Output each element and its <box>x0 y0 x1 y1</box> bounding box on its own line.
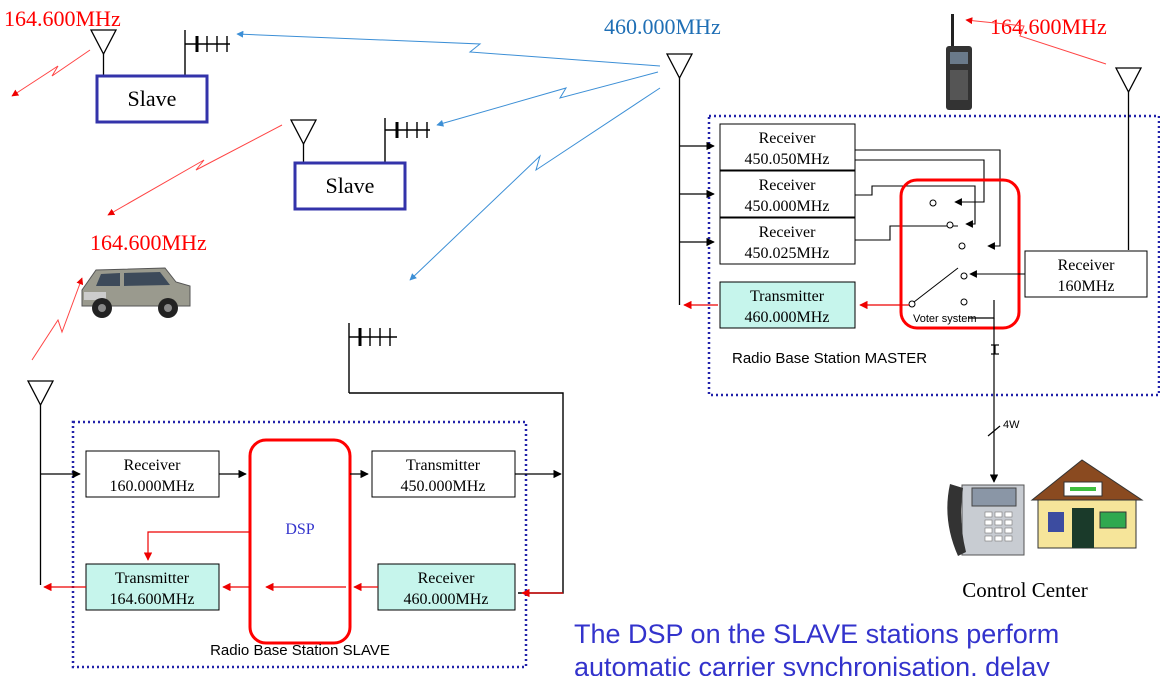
master-transmitter-name: Transmitter <box>750 288 825 305</box>
voter-system-label: Voter system <box>913 313 977 325</box>
master-transmitter-freq: 460.000MHz <box>745 309 830 326</box>
slave-transmitter-bottom-name: Transmitter <box>115 570 190 587</box>
caption-text: The DSP on the SLAVE stations perform au… <box>574 619 1060 676</box>
building-icon <box>1030 459 1144 549</box>
link-460-to-slave2 <box>436 71 659 127</box>
voter-input-lines <box>855 149 1001 250</box>
slave-transmitter-bottom-freq: 164.600MHz <box>110 591 195 608</box>
master-receiver-160-box <box>1024 250 1148 298</box>
master-station-label: Radio Base Station MASTER <box>732 350 927 367</box>
slave-label-1: Slave <box>128 86 177 111</box>
slave-box-2 <box>293 161 407 211</box>
slave-transmitter-top-freq: 450.000MHz <box>401 478 486 495</box>
master-feed-lines <box>679 141 715 247</box>
link-460-to-slave-station <box>409 87 661 281</box>
master-transmitter-box <box>719 281 856 329</box>
link-164-slave2 <box>107 124 283 216</box>
freq-label-top-right: 164.600MHz <box>990 14 1107 39</box>
slave-receiver-bottom-freq: 460.000MHz <box>404 591 489 608</box>
caption-container: The DSP on the SLAVE stations perform au… <box>574 618 1160 676</box>
master-receiver-160-name: Receiver <box>1058 257 1116 274</box>
slave-station-label: Radio Base Station SLAVE <box>210 642 390 659</box>
telephone-icon <box>947 484 1025 556</box>
slave-station-frame <box>71 420 528 669</box>
master-receiver-3-name: Receiver <box>759 224 817 241</box>
master-receiver-box-3 <box>719 217 856 265</box>
handheld-radio-icon <box>946 14 972 110</box>
freq-label-top-left: 164.600MHz <box>4 6 121 31</box>
link-460-to-slave1 <box>236 30 661 67</box>
freq-label-top-center: 460.000MHz <box>604 14 721 39</box>
dsp-block <box>248 438 352 645</box>
master-receiver-160-freq: 160MHz <box>1058 278 1115 295</box>
master-receiver-1-freq: 450.050MHz <box>745 151 830 168</box>
slave-receiver-bottom-box <box>377 563 516 611</box>
antenna-icon-center <box>665 53 694 305</box>
yagi-antenna-icon-slave1 <box>184 30 230 76</box>
yagi-antenna-icon-slave2 <box>384 118 430 163</box>
antenna-icon-right <box>1114 67 1143 250</box>
terminal-block-icon <box>991 344 999 355</box>
master-receiver-1-name: Receiver <box>759 130 817 147</box>
slave-receiver-top-box <box>85 450 220 498</box>
antenna-icon-slave-station <box>26 380 55 585</box>
slave-receiver-top-freq: 160.000MHz <box>110 478 195 495</box>
voter-switch-contacts <box>908 199 968 308</box>
slave-receiver-bottom-name: Receiver <box>418 570 476 587</box>
slave-transmitter-bottom-box <box>85 563 220 611</box>
slave-receiver-top-name: Receiver <box>124 457 182 474</box>
control-center-label: Control Center <box>962 578 1087 602</box>
voter-system-frame <box>899 178 1021 330</box>
master-receiver-box-1 <box>719 123 856 171</box>
slave-box-1 <box>95 74 209 124</box>
slave-transmitter-top-name: Transmitter <box>406 457 481 474</box>
link-164-handheld <box>965 17 1107 65</box>
master-receiver-2-name: Receiver <box>759 177 817 194</box>
freq-label-mid-left: 164.600MHz <box>90 230 207 255</box>
master-station-frame <box>707 114 1160 397</box>
antenna-icon-slave2 <box>289 119 318 163</box>
antenna-icon-slave1 <box>89 29 118 76</box>
master-receiver-3-freq: 450.025MHz <box>745 245 830 262</box>
link-4w-label: 4W <box>1003 419 1020 431</box>
master-receiver-box-2 <box>719 170 856 218</box>
link-164-slave1 <box>11 49 91 97</box>
link-164-vehicle <box>31 277 84 361</box>
slave-red-signal-lines <box>43 531 563 598</box>
vehicle-icon <box>81 267 191 318</box>
master-receiver-2-freq: 450.000MHz <box>745 198 830 215</box>
dsp-label: DSP <box>285 521 314 538</box>
slave-label-2: Slave <box>326 173 375 198</box>
